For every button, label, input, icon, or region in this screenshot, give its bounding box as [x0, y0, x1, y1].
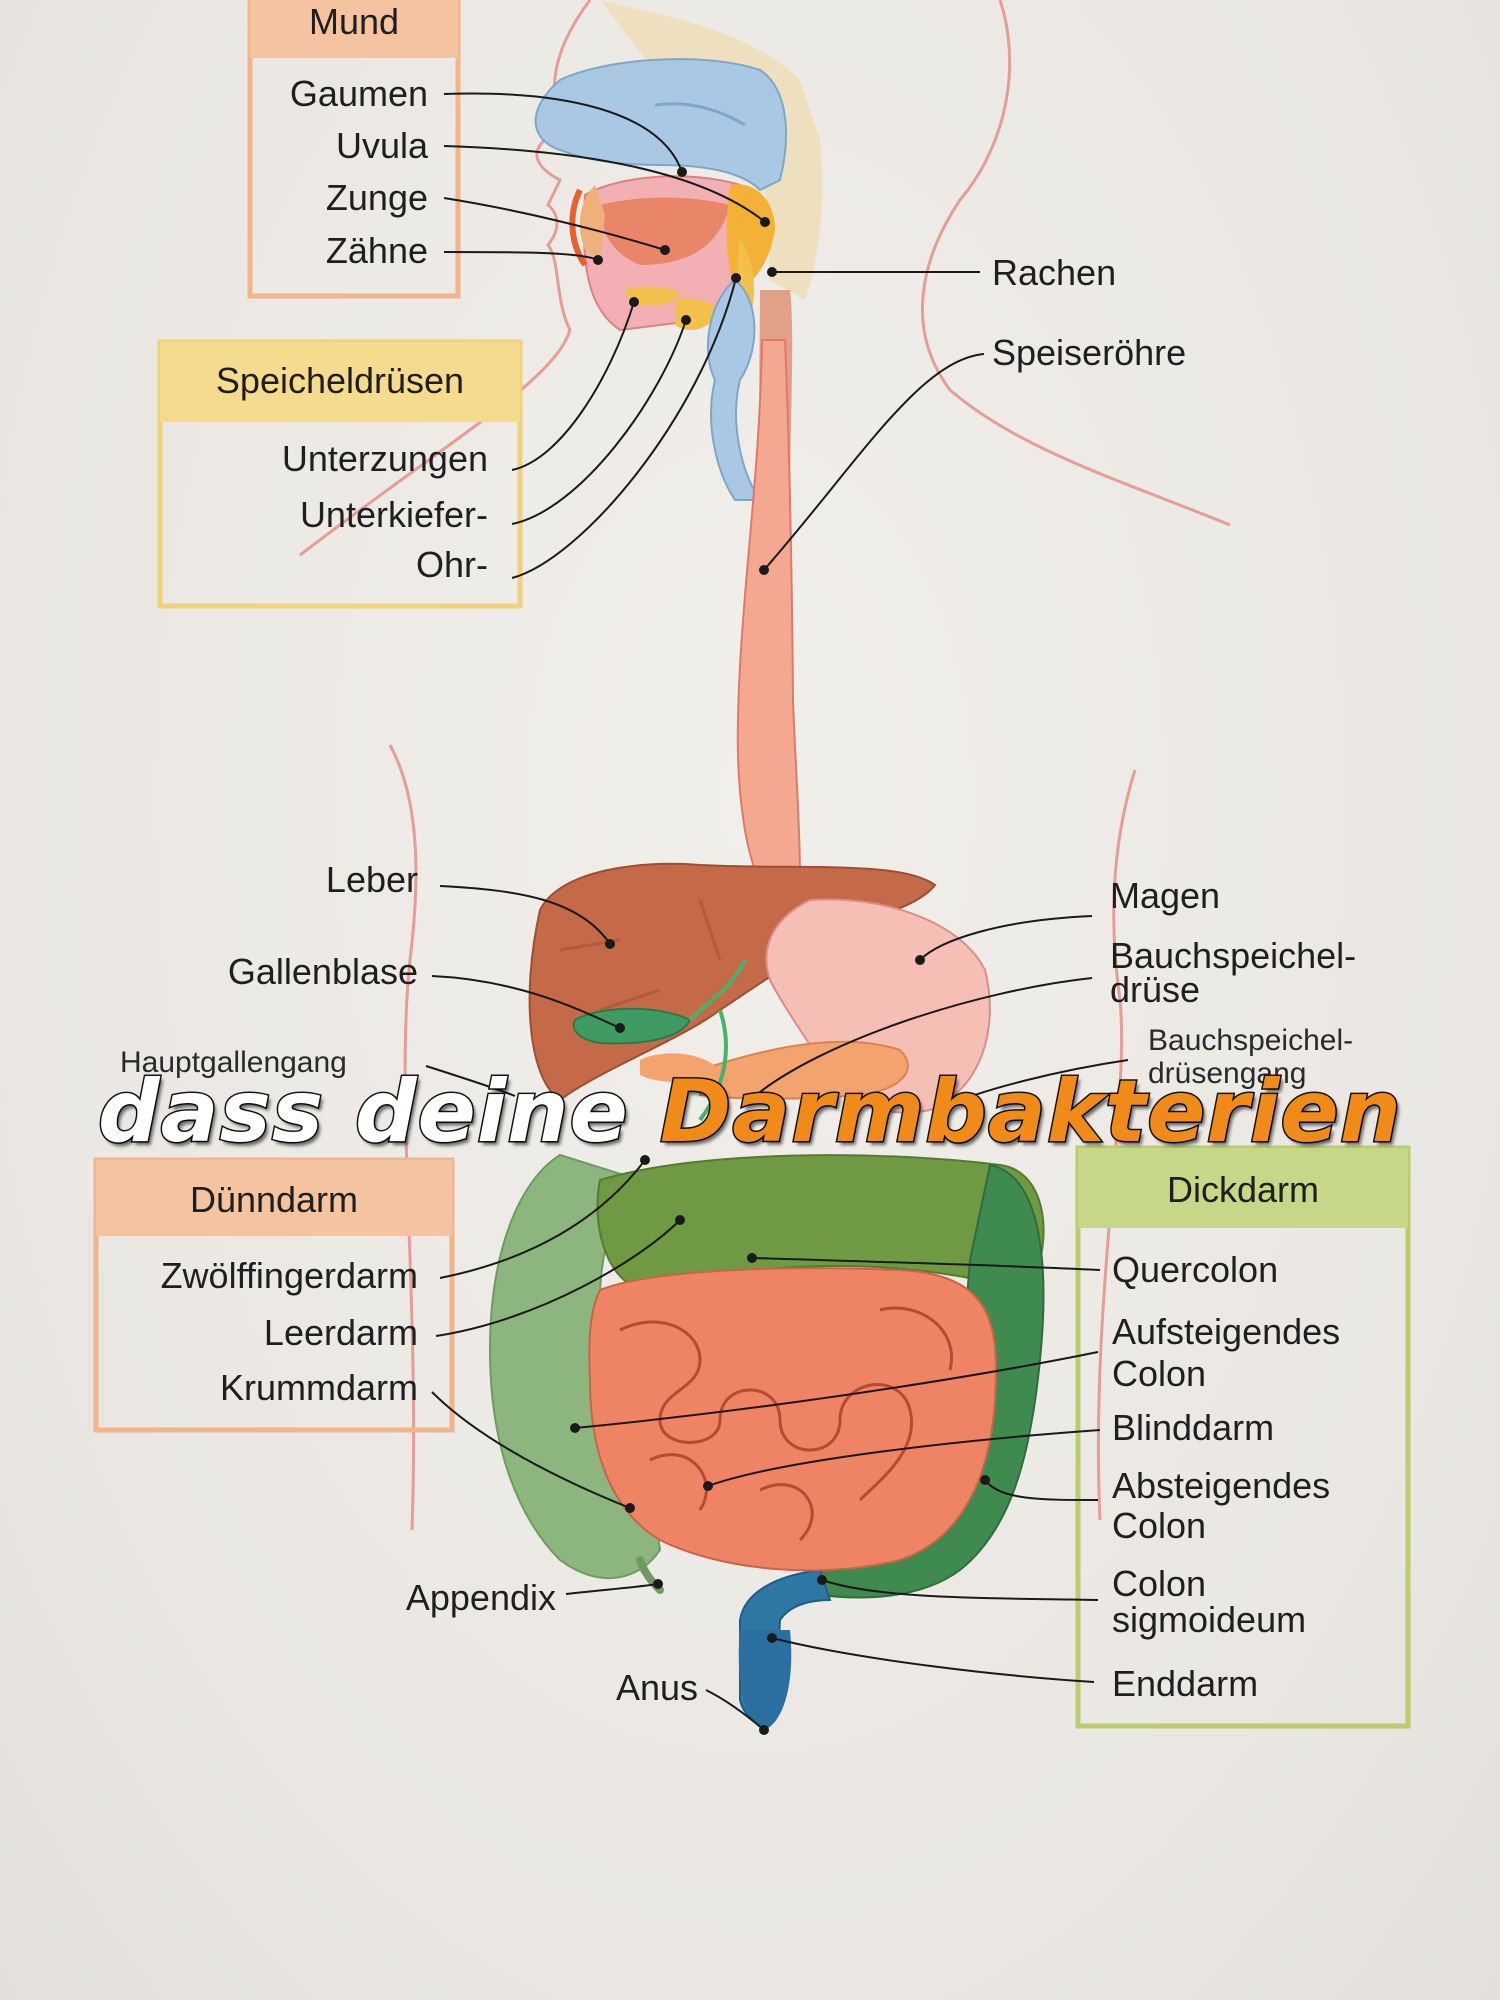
- box-dickdarm: Dickdarm: [1075, 1145, 1411, 1729]
- abdominal-organs: [528, 862, 991, 1122]
- box-mund: Mund: [247, 0, 461, 299]
- box-duenndarm: Dünndarm: [93, 1157, 455, 1433]
- dickdarm-items: Quercolon Aufsteigendes Colon Blinddarm …: [1112, 1249, 1340, 1704]
- label-enddarm: Enddarm: [1112, 1663, 1258, 1704]
- label-ohr: Ohr-: [416, 544, 488, 585]
- label-unterkiefer: Unterkiefer-: [300, 494, 488, 535]
- label-krummdarm: Krummdarm: [220, 1367, 418, 1408]
- box-speicheldruesen: Speicheldrüsen: [157, 339, 523, 609]
- label-zunge: Zunge: [326, 177, 428, 218]
- box-mund-title: Mund: [309, 1, 399, 42]
- box-dickdarm-title: Dickdarm: [1167, 1169, 1319, 1210]
- label-magen: Magen: [1110, 875, 1220, 916]
- label-anus: Anus: [616, 1667, 698, 1708]
- label-gaumen: Gaumen: [290, 73, 428, 114]
- label-aufsteigendes: Aufsteigendes: [1112, 1311, 1340, 1352]
- label-bauchspeichel-2: drüse: [1110, 969, 1200, 1010]
- label-bauchgang-1: Bauchspeichel-: [1148, 1024, 1353, 1057]
- box-speicheldruesen-title: Speicheldrüsen: [216, 360, 464, 401]
- label-absteigendes: Absteigendes: [1112, 1465, 1330, 1506]
- leader-lines: [425, 92, 1129, 1731]
- subtitle-caption: dass deine Darmbakterien: [0, 1061, 1500, 1164]
- label-quercolon: Quercolon: [1112, 1249, 1278, 1290]
- caption-part-1: dass deine: [97, 1061, 630, 1164]
- box-duenndarm-title: Dünndarm: [190, 1179, 358, 1220]
- mund-items: Gaumen Uvula Zunge Zähne: [290, 73, 429, 271]
- leader-dots: [570, 167, 990, 1735]
- duenndarm-items: Zwölffingerdarm Leerdarm Krummdarm: [161, 1255, 418, 1408]
- label-zaehne: Zähne: [326, 230, 428, 271]
- label-leerdarm: Leerdarm: [264, 1312, 418, 1353]
- label-aufsteigendes-colon: Colon: [1112, 1353, 1206, 1394]
- label-leber: Leber: [326, 859, 418, 900]
- label-bauchgang-2: drüsengang: [1148, 1057, 1306, 1090]
- label-zwoelffingerdarm: Zwölffingerdarm: [161, 1255, 418, 1296]
- intestines: [488, 1153, 1045, 1730]
- speicheldruesen-items: Unterzungen Unterkiefer- Ohr-: [282, 438, 488, 585]
- organ-labels: Rachen Speiseröhre Leber Gallenblase Hau…: [120, 252, 1356, 1708]
- label-speiseroehre: Speiseröhre: [992, 332, 1186, 373]
- label-uvula: Uvula: [336, 125, 429, 166]
- label-bauchspeichel-1: Bauchspeichel-: [1110, 935, 1356, 976]
- label-absteigendes-colon: Colon: [1112, 1505, 1206, 1546]
- label-colon: Colon: [1112, 1563, 1206, 1604]
- label-hauptgallengang: Hauptgallengang: [120, 1046, 347, 1079]
- label-blinddarm: Blinddarm: [1112, 1407, 1274, 1448]
- label-unterzungen: Unterzungen: [282, 438, 488, 479]
- label-gallenblase: Gallenblase: [228, 951, 418, 992]
- label-sigmoideum: sigmoideum: [1112, 1599, 1306, 1640]
- label-appendix: Appendix: [406, 1577, 556, 1618]
- label-rachen: Rachen: [992, 252, 1116, 293]
- caption-part-2: Darmbakterien: [658, 1061, 1402, 1164]
